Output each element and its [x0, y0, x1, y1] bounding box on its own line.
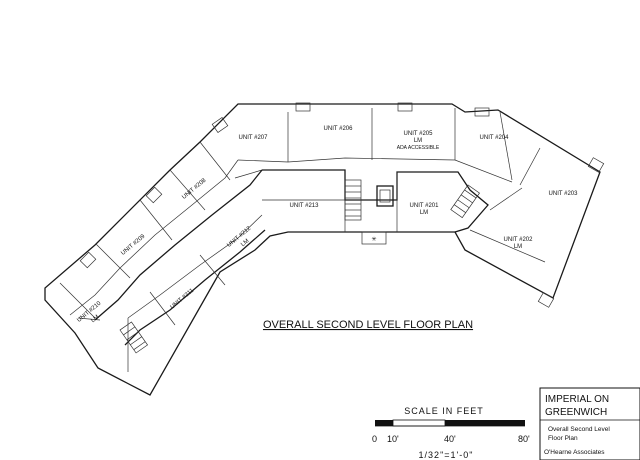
unit-label-201-sub: LM [420, 210, 428, 216]
stairs-core: ✳ [119, 179, 480, 354]
title-block: IMPERIAL ON GREENWICH Overall Second Lev… [539, 387, 640, 460]
scale-tick-0: 0 [372, 434, 377, 444]
scale-bar: SCALE IN FEET 0 10' 40' 80' 1/32"=1'-0" [372, 406, 530, 460]
plan-title: OVERALL SECOND LEVEL FLOOR PLAN [263, 319, 473, 331]
unit-label-212-sub: LM [240, 238, 250, 248]
project-name-line2: GREENWICH [545, 407, 607, 418]
unit-label-213: UNIT #213 [290, 203, 320, 209]
scale-tick-10: 10' [387, 434, 399, 444]
unit-label-210-sub: LM [90, 314, 100, 324]
project-name-line1: IMPERIAL ON [545, 394, 609, 405]
sheet-name-line2: Floor Plan [548, 435, 578, 442]
balcony-details [79, 102, 605, 308]
unit-label-207: UNIT #207 [239, 135, 269, 141]
unit-label-211: UNIT #211 [170, 287, 196, 310]
unit-label-205: UNIT #205 [404, 131, 434, 137]
unit-label-205-note: ADA ACCESSIBLE [397, 145, 440, 151]
scale-tick-80: 80' [518, 434, 530, 444]
unit-label-201: UNIT #201 [410, 203, 440, 209]
unit-label-206: UNIT #206 [324, 126, 354, 132]
unit-label-208: UNIT #208 [181, 177, 208, 201]
scale-ratio: 1/32"=1'-0" [419, 450, 474, 460]
unit-label-202-sub: LM [514, 244, 522, 250]
unit-label-204: UNIT #204 [480, 135, 510, 141]
unit-label-205-sub: LM [414, 138, 422, 144]
svg-text:✳: ✳ [371, 236, 376, 243]
unit-labels: UNIT #207 UNIT #206 UNIT #205 LM ADA ACC… [76, 126, 578, 324]
firm-name: O'Hearne Associates [544, 449, 605, 456]
unit-label-202: UNIT #202 [504, 237, 534, 243]
unit-label-209: UNIT #209 [120, 233, 147, 257]
unit-label-203: UNIT #203 [549, 191, 579, 197]
scale-tick-40: 40' [444, 434, 456, 444]
scale-title: SCALE IN FEET [404, 406, 484, 416]
left-wing-walls [59, 108, 546, 372]
unit-label-212: UNIT #212 [226, 225, 253, 249]
sheet-name-line1: Overall Second Level [548, 426, 610, 433]
